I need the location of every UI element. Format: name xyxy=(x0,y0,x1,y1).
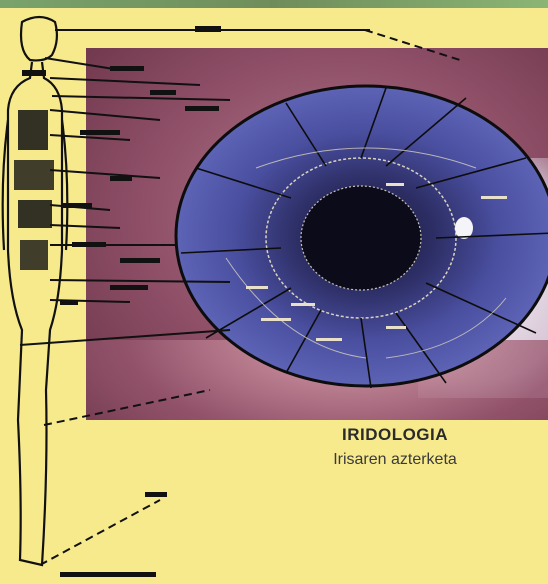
organ-scribbles xyxy=(14,70,54,270)
human-body-outline xyxy=(3,17,68,565)
caption-title: IRIDOLOGIA xyxy=(290,425,500,445)
caption-subtitle: Irisaren azterketa xyxy=(290,451,500,469)
pointer-lines xyxy=(20,30,460,565)
head xyxy=(21,17,57,60)
